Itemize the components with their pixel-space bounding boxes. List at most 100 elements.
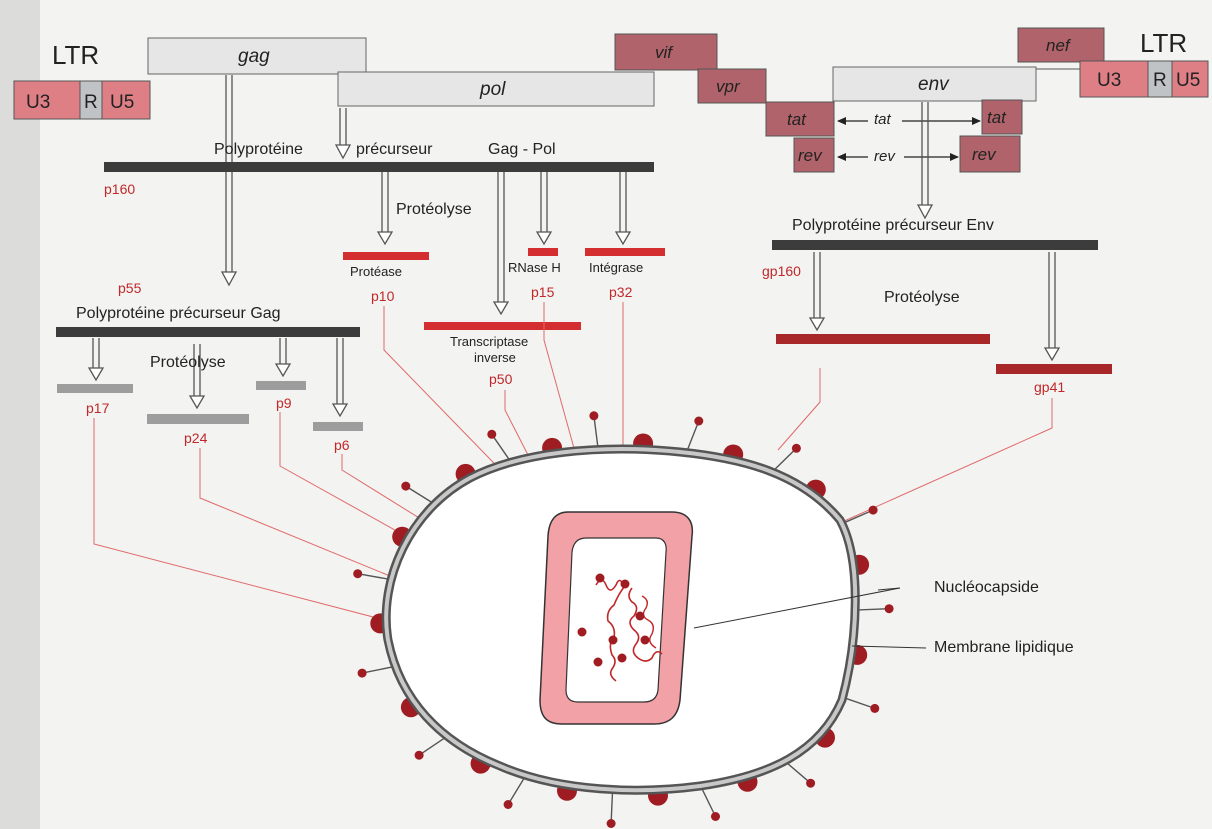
spike-stalk bbox=[841, 509, 874, 525]
rev-exon1-label: rev bbox=[798, 146, 823, 165]
gag-precursor-title: Polyprotéine précurseur Gag bbox=[76, 305, 281, 322]
spike-head bbox=[870, 703, 880, 713]
rna-strand-3 bbox=[641, 595, 657, 649]
gagpol-precursor: Polyprotéine précurseur Gag - Pol p160 P… bbox=[104, 141, 665, 387]
gp41-bar bbox=[996, 364, 1112, 374]
spike-head bbox=[589, 411, 599, 421]
tat-exon1-label: tat bbox=[787, 110, 807, 129]
link-gp120 bbox=[777, 368, 821, 451]
spike-stalk bbox=[418, 735, 448, 756]
spike-stalk bbox=[855, 608, 890, 611]
integrase-label: Intégrase bbox=[589, 260, 643, 275]
gagpol-size: p160 bbox=[104, 181, 135, 197]
spike-head bbox=[606, 819, 616, 828]
env-precursor-bar bbox=[772, 240, 1098, 250]
rna-strand-1 bbox=[595, 579, 625, 682]
env-gene-box bbox=[832, 66, 1037, 102]
env-precursor-size: gp160 bbox=[762, 263, 801, 279]
spike-stalk bbox=[491, 433, 512, 463]
gag-proteolysis: Protéolyse bbox=[150, 354, 226, 371]
p17-bar bbox=[57, 384, 133, 393]
pol-arrow-head bbox=[334, 144, 352, 160]
spike-stalk bbox=[842, 696, 876, 710]
p9-bar bbox=[256, 381, 306, 390]
rev-exon1-box bbox=[793, 137, 835, 173]
vif-gene-label: vif bbox=[655, 43, 674, 62]
u5-left-box bbox=[101, 80, 151, 120]
env-gene-label: env bbox=[918, 74, 950, 95]
gp41-label: gp41 bbox=[1034, 379, 1065, 395]
capsid-inner bbox=[565, 537, 667, 703]
nef-gene-box bbox=[1017, 27, 1105, 63]
rt-bar bbox=[424, 322, 581, 330]
spike-head bbox=[711, 812, 720, 821]
gag-arrow-shaft bbox=[225, 75, 233, 272]
spike-stalk bbox=[361, 665, 396, 674]
gag-gene-box bbox=[147, 37, 367, 75]
u3-left-label: U3 bbox=[26, 92, 50, 113]
p6-label: p6 bbox=[334, 437, 350, 453]
spike-head bbox=[503, 800, 513, 809]
spike-head bbox=[868, 505, 878, 515]
gagpol-title-1: Polyprotéine bbox=[214, 141, 303, 158]
spike-stalk bbox=[685, 420, 700, 453]
spike-stalk bbox=[771, 447, 797, 473]
tat-exon1-box bbox=[765, 101, 835, 137]
gag-precursor-size: p55 bbox=[118, 280, 142, 296]
membrane-pointer bbox=[851, 645, 927, 649]
processing-arrows bbox=[87, 75, 1061, 418]
spike-stalk bbox=[507, 775, 527, 805]
p6-bar bbox=[313, 422, 363, 431]
p24-bar bbox=[147, 414, 249, 424]
spike-head bbox=[487, 429, 497, 439]
spike-head bbox=[694, 416, 704, 426]
pol-arrow-shaft bbox=[339, 108, 347, 145]
vif-gene-box bbox=[614, 33, 718, 71]
page-edge-shadow bbox=[0, 0, 40, 829]
p9-label: p9 bbox=[276, 395, 292, 411]
nucleocapsid-pointer bbox=[693, 587, 901, 629]
rev-exon2-box bbox=[959, 135, 1021, 173]
u5-right-label: U5 bbox=[1176, 70, 1200, 91]
tat-exon2-box bbox=[981, 99, 1023, 135]
r-right-box bbox=[1147, 60, 1173, 98]
rev-splice-bg bbox=[868, 146, 904, 164]
gag-precursor: p55 Polyprotéine précurseur Gag Protéoly… bbox=[56, 280, 363, 453]
spike-stalk bbox=[699, 785, 717, 817]
link-gp41 bbox=[841, 398, 1053, 523]
p24-label: p24 bbox=[184, 430, 208, 446]
vpr-gene-box bbox=[697, 68, 767, 104]
virion: Nucléocapside Membrane lipidique bbox=[353, 411, 1074, 828]
nef-gene-label: nef bbox=[1046, 36, 1072, 55]
lipid-membrane-inner bbox=[384, 447, 858, 793]
env-precursor-title: Polyprotéine précurseur Env bbox=[792, 217, 994, 234]
u5-right-box bbox=[1171, 60, 1209, 98]
membrane-label: Membrane lipidique bbox=[934, 639, 1074, 656]
tat-splice-label: tat bbox=[874, 111, 892, 128]
gagpol-bar bbox=[104, 162, 654, 172]
gp120-bar bbox=[776, 334, 990, 344]
env-arrow-shaft bbox=[921, 102, 929, 205]
rev-splice-label: rev bbox=[874, 148, 896, 165]
spike-head bbox=[414, 750, 424, 760]
protease-bar bbox=[343, 252, 429, 260]
spike-stalk bbox=[610, 789, 614, 824]
rnase-size: p15 bbox=[531, 284, 555, 300]
pol-gene-label: pol bbox=[479, 79, 506, 100]
protease-size: p10 bbox=[371, 288, 395, 304]
r-left-label: R bbox=[84, 92, 98, 113]
u5-left-label: U5 bbox=[110, 92, 134, 113]
env-arrow-head bbox=[916, 204, 934, 220]
spike-head bbox=[357, 668, 367, 678]
spike-head bbox=[806, 778, 816, 788]
gagpol-title-2: précurseur bbox=[356, 141, 433, 158]
spike-head bbox=[401, 481, 411, 491]
spike-head bbox=[884, 604, 894, 614]
spike-stalk bbox=[405, 485, 435, 505]
spike-stalk bbox=[593, 415, 599, 450]
rnase-label: RNase H bbox=[508, 260, 561, 275]
ltr-right-label: LTR bbox=[1140, 28, 1187, 58]
rt-size: p50 bbox=[489, 371, 513, 387]
vpr-gene-label: vpr bbox=[716, 77, 741, 96]
